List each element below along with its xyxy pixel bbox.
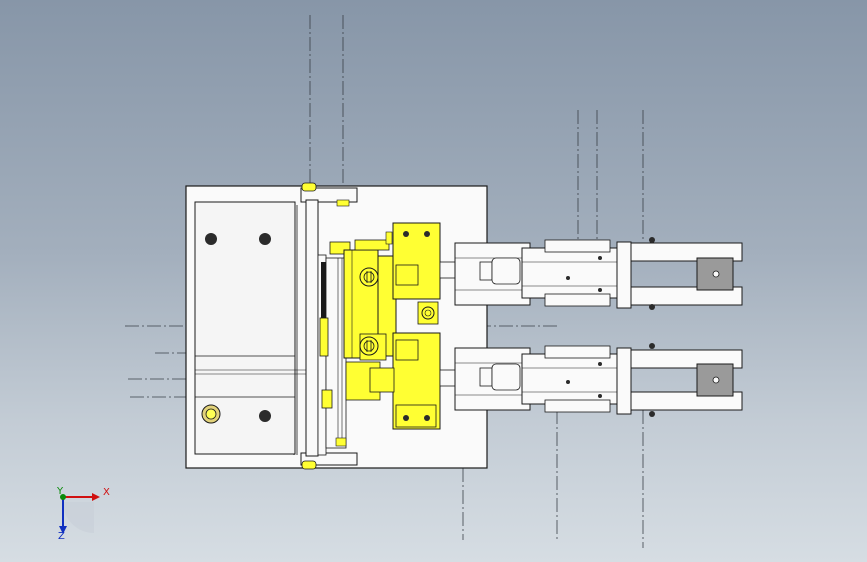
- clamp-block-upper[interactable]: [392, 222, 441, 325]
- cylinder-assembly-upper[interactable]: [439, 237, 743, 310]
- fitting-lower: [359, 336, 379, 356]
- y-axis-label: Y: [57, 486, 64, 497]
- mounting-holes: [205, 233, 271, 422]
- clamp-block-lower[interactable]: [369, 332, 441, 430]
- y-axis-arrow: [60, 494, 66, 500]
- x-axis-label: X: [103, 487, 110, 498]
- brass-bolt-lower-left: [201, 404, 221, 424]
- z-axis-arrow: [59, 497, 67, 534]
- reference-triad[interactable]: [59, 493, 100, 534]
- fitting-upper: [359, 267, 379, 287]
- z-axis-label: Z: [58, 531, 65, 542]
- guide-rail[interactable]: [300, 182, 358, 470]
- x-axis-arrow: [63, 493, 100, 501]
- cylinder-assembly-lower[interactable]: [439, 343, 743, 417]
